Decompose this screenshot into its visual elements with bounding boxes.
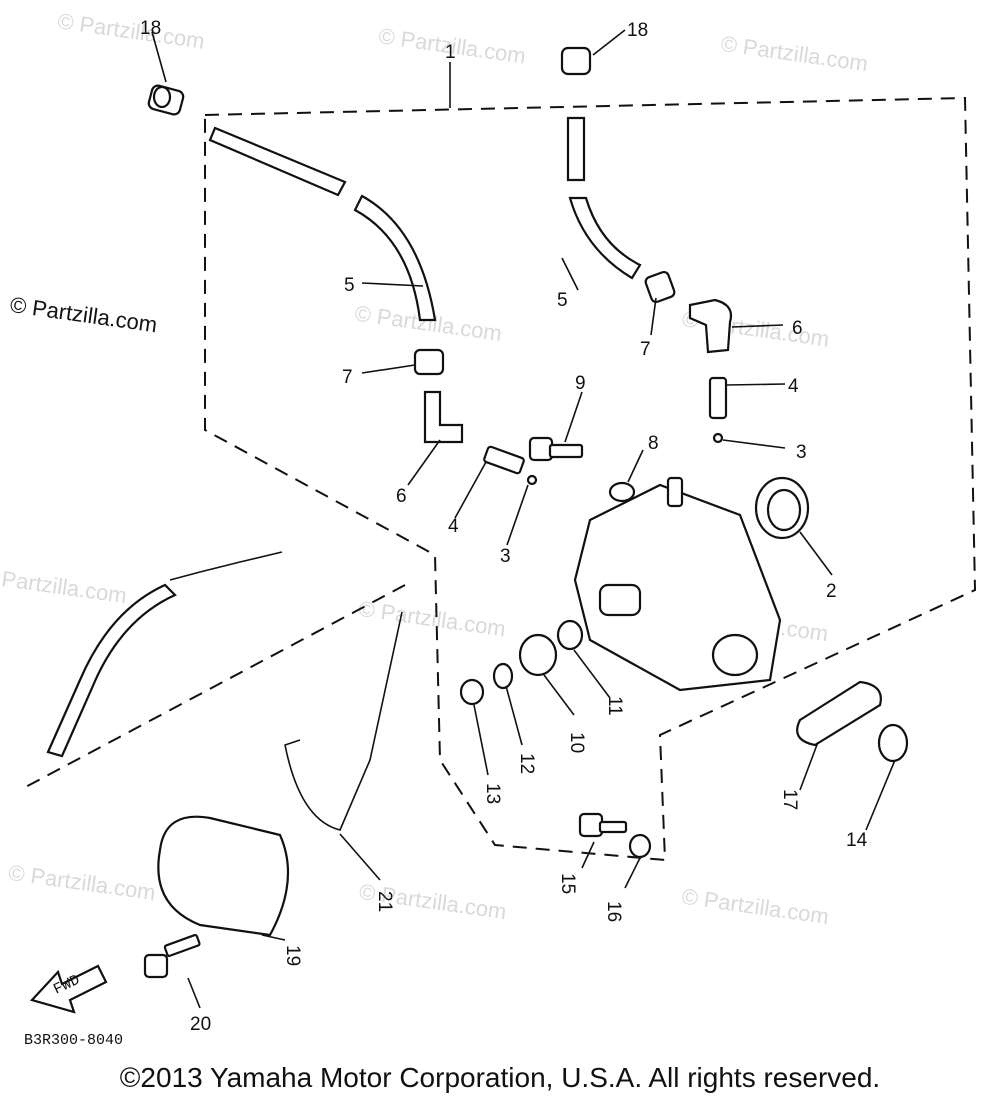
clamp-7-right [644, 270, 676, 304]
leader-line [592, 29, 626, 56]
watermark: © Partzilla.com [56, 8, 206, 53]
callout-18-left: 18 [140, 18, 161, 39]
fitting-6-left [423, 390, 464, 444]
callout-7-left: 7 [342, 367, 353, 388]
callout-5-right: 5 [557, 290, 568, 311]
nut-13 [459, 678, 485, 706]
callout-17: 17 [779, 789, 800, 810]
washer-16 [628, 833, 652, 859]
watermark: © Partzilla.com [0, 563, 128, 608]
watermark: © Partzilla.com [357, 596, 507, 641]
callout-8: 8 [648, 433, 659, 454]
callout-3-left: 3 [500, 546, 511, 567]
cable-end [169, 551, 283, 581]
callout-18-right: 18 [627, 20, 648, 41]
callout-3-right: 3 [796, 442, 807, 463]
callout-11: 11 [604, 696, 625, 716]
fwd-arrow-icon: FWD [29, 964, 108, 1014]
watermark: © Partzilla.com [680, 884, 830, 929]
oil-seal-2 [754, 476, 810, 540]
callout-4-right: 4 [788, 376, 799, 397]
callout-20: 20 [190, 1014, 211, 1035]
spring-4-left [483, 445, 525, 475]
ball-3-right [712, 432, 724, 444]
bolt-9 [528, 436, 584, 462]
clamp-7-left [413, 348, 445, 376]
bolt-15 [578, 812, 628, 838]
washer-12 [492, 662, 514, 690]
callout-15: 15 [557, 873, 578, 894]
leader-line [151, 31, 167, 83]
callout-1: 1 [445, 42, 456, 63]
spring-4-right [708, 376, 728, 420]
assembly-boundary [204, 96, 977, 862]
callout-7-right: 7 [640, 339, 651, 360]
cover-19 [157, 815, 290, 937]
callout-5-left: 5 [344, 275, 355, 296]
callout-numbers: 1 2 3 3 4 4 5 5 6 6 7 7 8 9 10 11 12 13 … [140, 18, 868, 1035]
cap-18-left [147, 84, 185, 116]
cable-21 [284, 611, 403, 831]
pump-body [573, 476, 782, 692]
diagram-code: B3R300-8040 [24, 1032, 123, 1049]
hose-right [566, 116, 642, 280]
gasket-17 [796, 680, 882, 747]
bolt-20 [143, 933, 201, 979]
disc-10 [518, 633, 558, 677]
washer-11 [556, 619, 584, 651]
cap-18-right [560, 46, 592, 76]
washer-14 [877, 723, 909, 763]
callout-13: 13 [482, 783, 503, 804]
watermark: © Partzilla.com [719, 31, 869, 76]
ball-3-left [526, 474, 538, 486]
copyright-notice: ©2013 Yamaha Motor Corporation, U.S.A. A… [119, 1062, 881, 1093]
hose-left [208, 126, 437, 322]
callout-19: 19 [282, 945, 303, 966]
callout-10: 10 [566, 732, 587, 753]
watermark: © Partzilla.com [7, 860, 157, 905]
fitting-6-right [688, 298, 733, 354]
callout-4-left: 4 [448, 516, 459, 537]
callout-21: 21 [374, 891, 395, 912]
callout-14: 14 [846, 830, 868, 851]
callout-12: 12 [516, 753, 537, 774]
washer-8 [608, 481, 636, 503]
callout-6-right: 6 [792, 318, 803, 339]
callout-9: 9 [575, 373, 586, 394]
cover-boundary [19, 584, 406, 791]
leader-lines [187, 257, 896, 1009]
callout-2: 2 [826, 581, 837, 602]
callout-16: 16 [603, 901, 624, 922]
callout-6-left: 6 [396, 486, 407, 507]
throttle-cable [46, 583, 177, 758]
